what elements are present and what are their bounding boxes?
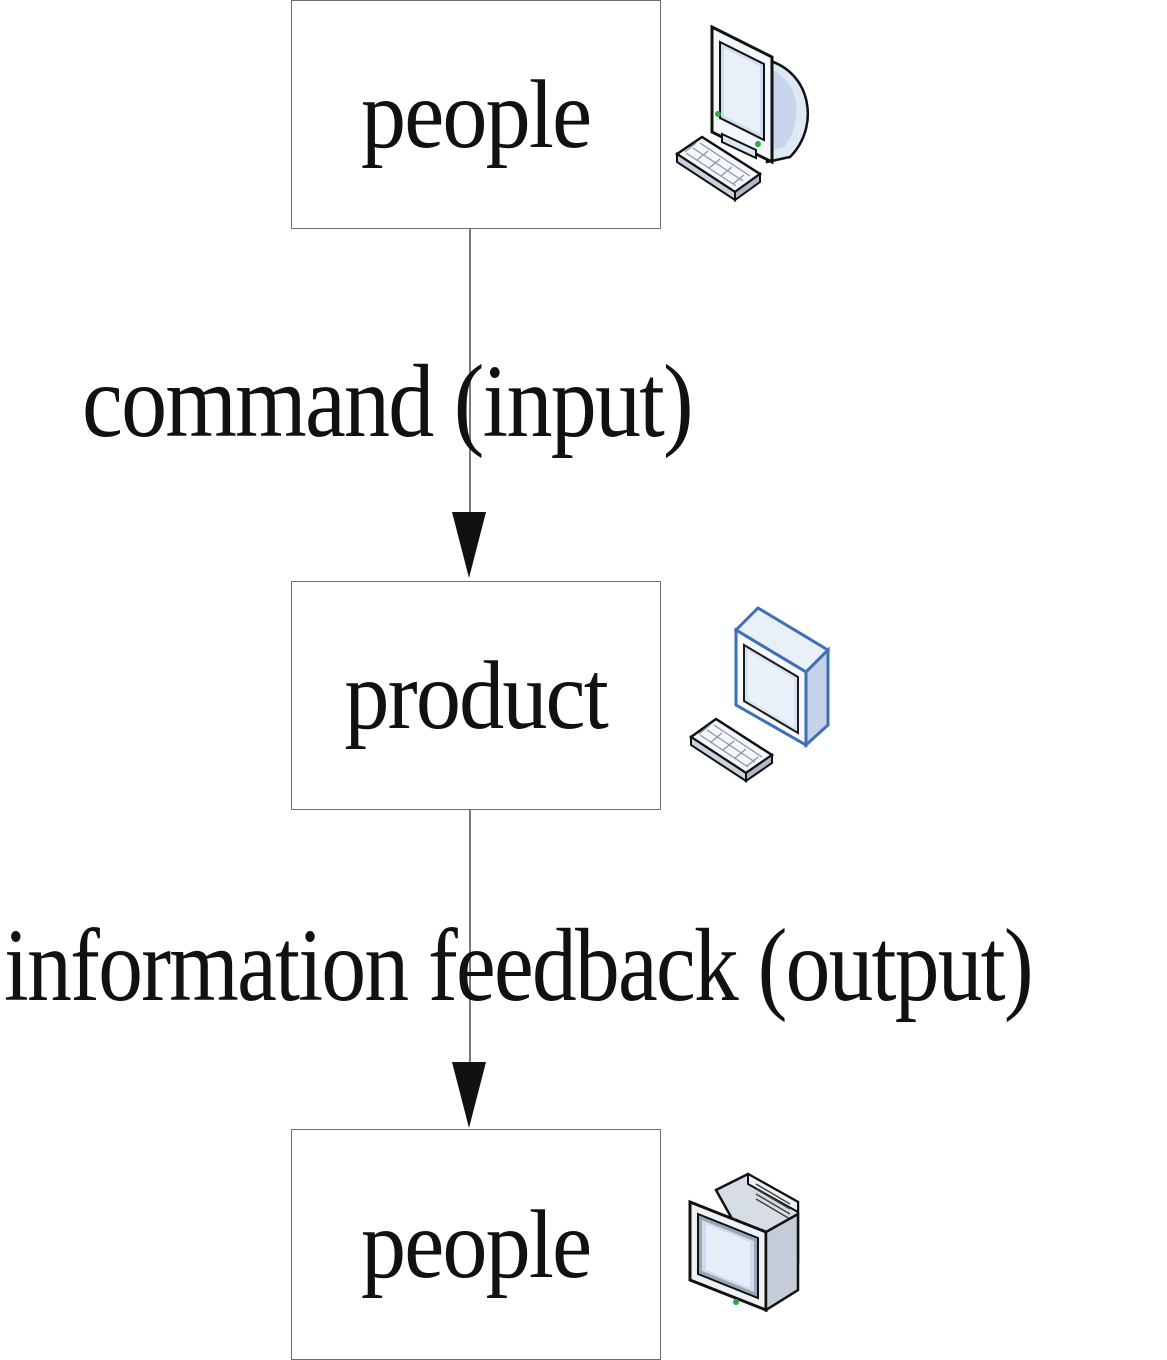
arrowhead-down-icon	[452, 1062, 486, 1128]
node-people-top: people	[291, 0, 661, 229]
edge-label-command: command (input)	[82, 344, 694, 459]
tower-computer-icon	[688, 606, 831, 783]
node-people-bottom: people	[291, 1129, 661, 1360]
edge-label-feedback: information feedback (output)	[4, 908, 1034, 1023]
edge-line-command	[469, 229, 471, 515]
node-label: product	[344, 641, 609, 750]
node-label: people	[361, 60, 592, 169]
edge-line-feedback	[469, 810, 471, 1065]
node-product: product	[291, 581, 661, 810]
arrowhead-down-icon	[452, 512, 486, 578]
crt-computer-icon	[674, 24, 810, 202]
node-label: people	[361, 1190, 592, 1299]
monitor-icon	[688, 1172, 800, 1313]
